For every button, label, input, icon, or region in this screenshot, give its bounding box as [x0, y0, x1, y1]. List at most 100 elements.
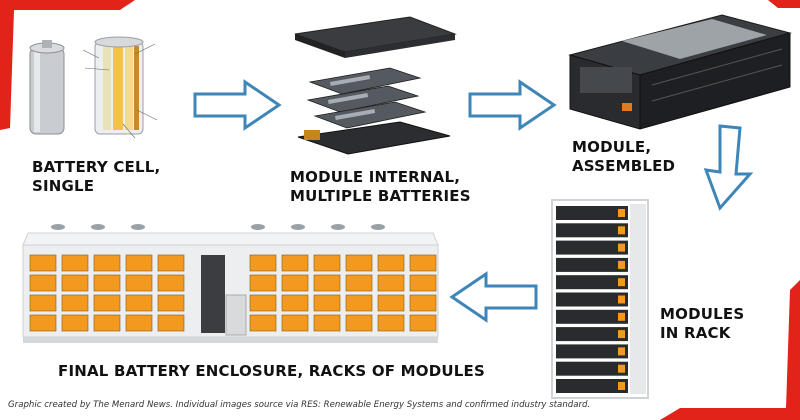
enclosure-module: [345, 294, 373, 312]
image-caption: Graphic created by The Menard News. Indi…: [8, 400, 591, 410]
enclosure-module: [345, 274, 373, 292]
rack-module: [556, 223, 628, 238]
battery-module-icon: [568, 14, 792, 130]
rack-module: [556, 257, 628, 272]
enclosure-module: [409, 254, 437, 272]
enclosure-module: [345, 314, 373, 332]
stage-label-rack: MODULES IN RACK: [660, 305, 744, 343]
rack-module: [556, 309, 628, 324]
stage-label-enclosure: FINAL BATTERY ENCLOSURE, RACKS OF MODULE…: [58, 362, 485, 381]
stage-label-line: BATTERY CELL,: [32, 158, 161, 176]
stage-label-line: IN RACK: [660, 324, 731, 342]
enclosure-module: [249, 274, 277, 292]
stage-label-line: ASSEMBLED: [572, 157, 676, 175]
arrow-right-icon: [193, 79, 282, 131]
enclosure-module: [61, 274, 89, 292]
rack-module: [556, 379, 628, 393]
fan-icon: [91, 224, 105, 230]
enclosure-module: [409, 294, 437, 312]
enclosure-module: [125, 294, 153, 312]
enclosure-module: [281, 314, 309, 332]
enclosure-module: [313, 314, 341, 332]
rack-module: [556, 292, 628, 307]
enclosure-module: [61, 254, 89, 272]
enclosure-module: [345, 254, 373, 272]
stage-label-line: FINAL BATTERY ENCLOSURE, RACKS OF MODULE…: [58, 362, 485, 380]
enclosure-module: [93, 294, 121, 312]
corner-accent-bottom-right: [660, 280, 800, 420]
stage-label-line: MODULES: [660, 305, 745, 323]
stage-label-line: MULTIPLE BATTERIES: [290, 187, 471, 205]
enclosure-module: [29, 254, 57, 272]
enclosure-module: [29, 314, 57, 332]
battery-cell-icon: [29, 36, 158, 139]
fan-icon: [291, 224, 305, 230]
rack-module: [556, 275, 628, 290]
rack-module: [556, 361, 628, 376]
enclosure-module: [313, 274, 341, 292]
enclosure-module: [61, 294, 89, 312]
enclosure-module: [157, 314, 185, 332]
enclosure-module: [281, 274, 309, 292]
enclosure-module: [377, 294, 405, 312]
stage-label-line: MODULE,: [572, 138, 652, 156]
enclosure-module: [125, 254, 153, 272]
rack-module: [556, 240, 628, 255]
rack-module-handle: [618, 295, 625, 304]
enclosure-module: [125, 314, 153, 332]
rack-module: [556, 344, 628, 359]
enclosure-module: [61, 314, 89, 332]
enclosure-module: [313, 294, 341, 312]
stage-label-line: SINGLE: [32, 177, 95, 195]
enclosure-module: [125, 274, 153, 292]
rack-module-handle: [618, 312, 625, 321]
enclosure-module: [377, 274, 405, 292]
stage-label-line: MODULE INTERNAL,: [290, 168, 461, 186]
rack-module-handle: [618, 226, 625, 235]
rack-module-handle: [618, 364, 625, 373]
enclosure-module: [409, 314, 437, 332]
stage-label-battery-cell: BATTERY CELL, SINGLE: [32, 158, 160, 196]
arrow-down-icon: [703, 124, 754, 211]
enclosure-module: [249, 314, 277, 332]
fan-icon: [371, 224, 385, 230]
rack-module-handle: [618, 243, 625, 252]
stage-label-module-internal: MODULE INTERNAL, MULTIPLE BATTERIES: [290, 168, 471, 206]
rack-module-handle: [618, 330, 625, 339]
enclosure-module: [281, 254, 309, 272]
arrow-left-icon: [449, 271, 538, 323]
enclosure-module: [249, 254, 277, 272]
battery-rack-icon: [551, 199, 649, 399]
enclosure-module: [93, 314, 121, 332]
rack-module: [556, 327, 628, 342]
rack-module-handle: [618, 382, 625, 390]
fan-icon: [51, 224, 65, 230]
arrow-right-icon: [468, 79, 557, 131]
enclosure-module: [249, 294, 277, 312]
rack-module-handle: [618, 260, 625, 269]
enclosure-module: [29, 294, 57, 312]
exploded-module-icon: [294, 16, 457, 155]
rack-module-handle: [618, 347, 625, 356]
rack-module: [556, 206, 628, 220]
fan-icon: [331, 224, 345, 230]
corner-accent-top-left: [0, 0, 135, 130]
enclosure-module: [93, 274, 121, 292]
enclosure-module: [157, 294, 185, 312]
enclosure-module: [409, 274, 437, 292]
enclosure-module: [377, 254, 405, 272]
enclosure-module: [157, 274, 185, 292]
stage-label-module-assembled: MODULE, ASSEMBLED: [572, 138, 675, 176]
enclosure-module: [93, 254, 121, 272]
battery-enclosure-icon: [22, 224, 439, 343]
rack-module-handle: [618, 209, 625, 217]
enclosure-module: [377, 314, 405, 332]
corner-accent-top-right: [768, 0, 800, 8]
enclosure-module: [157, 254, 185, 272]
enclosure-module: [29, 274, 57, 292]
fan-icon: [131, 224, 145, 230]
rack-module-handle: [618, 278, 625, 287]
enclosure-module: [281, 294, 309, 312]
enclosure-module: [313, 254, 341, 272]
fan-icon: [251, 224, 265, 230]
